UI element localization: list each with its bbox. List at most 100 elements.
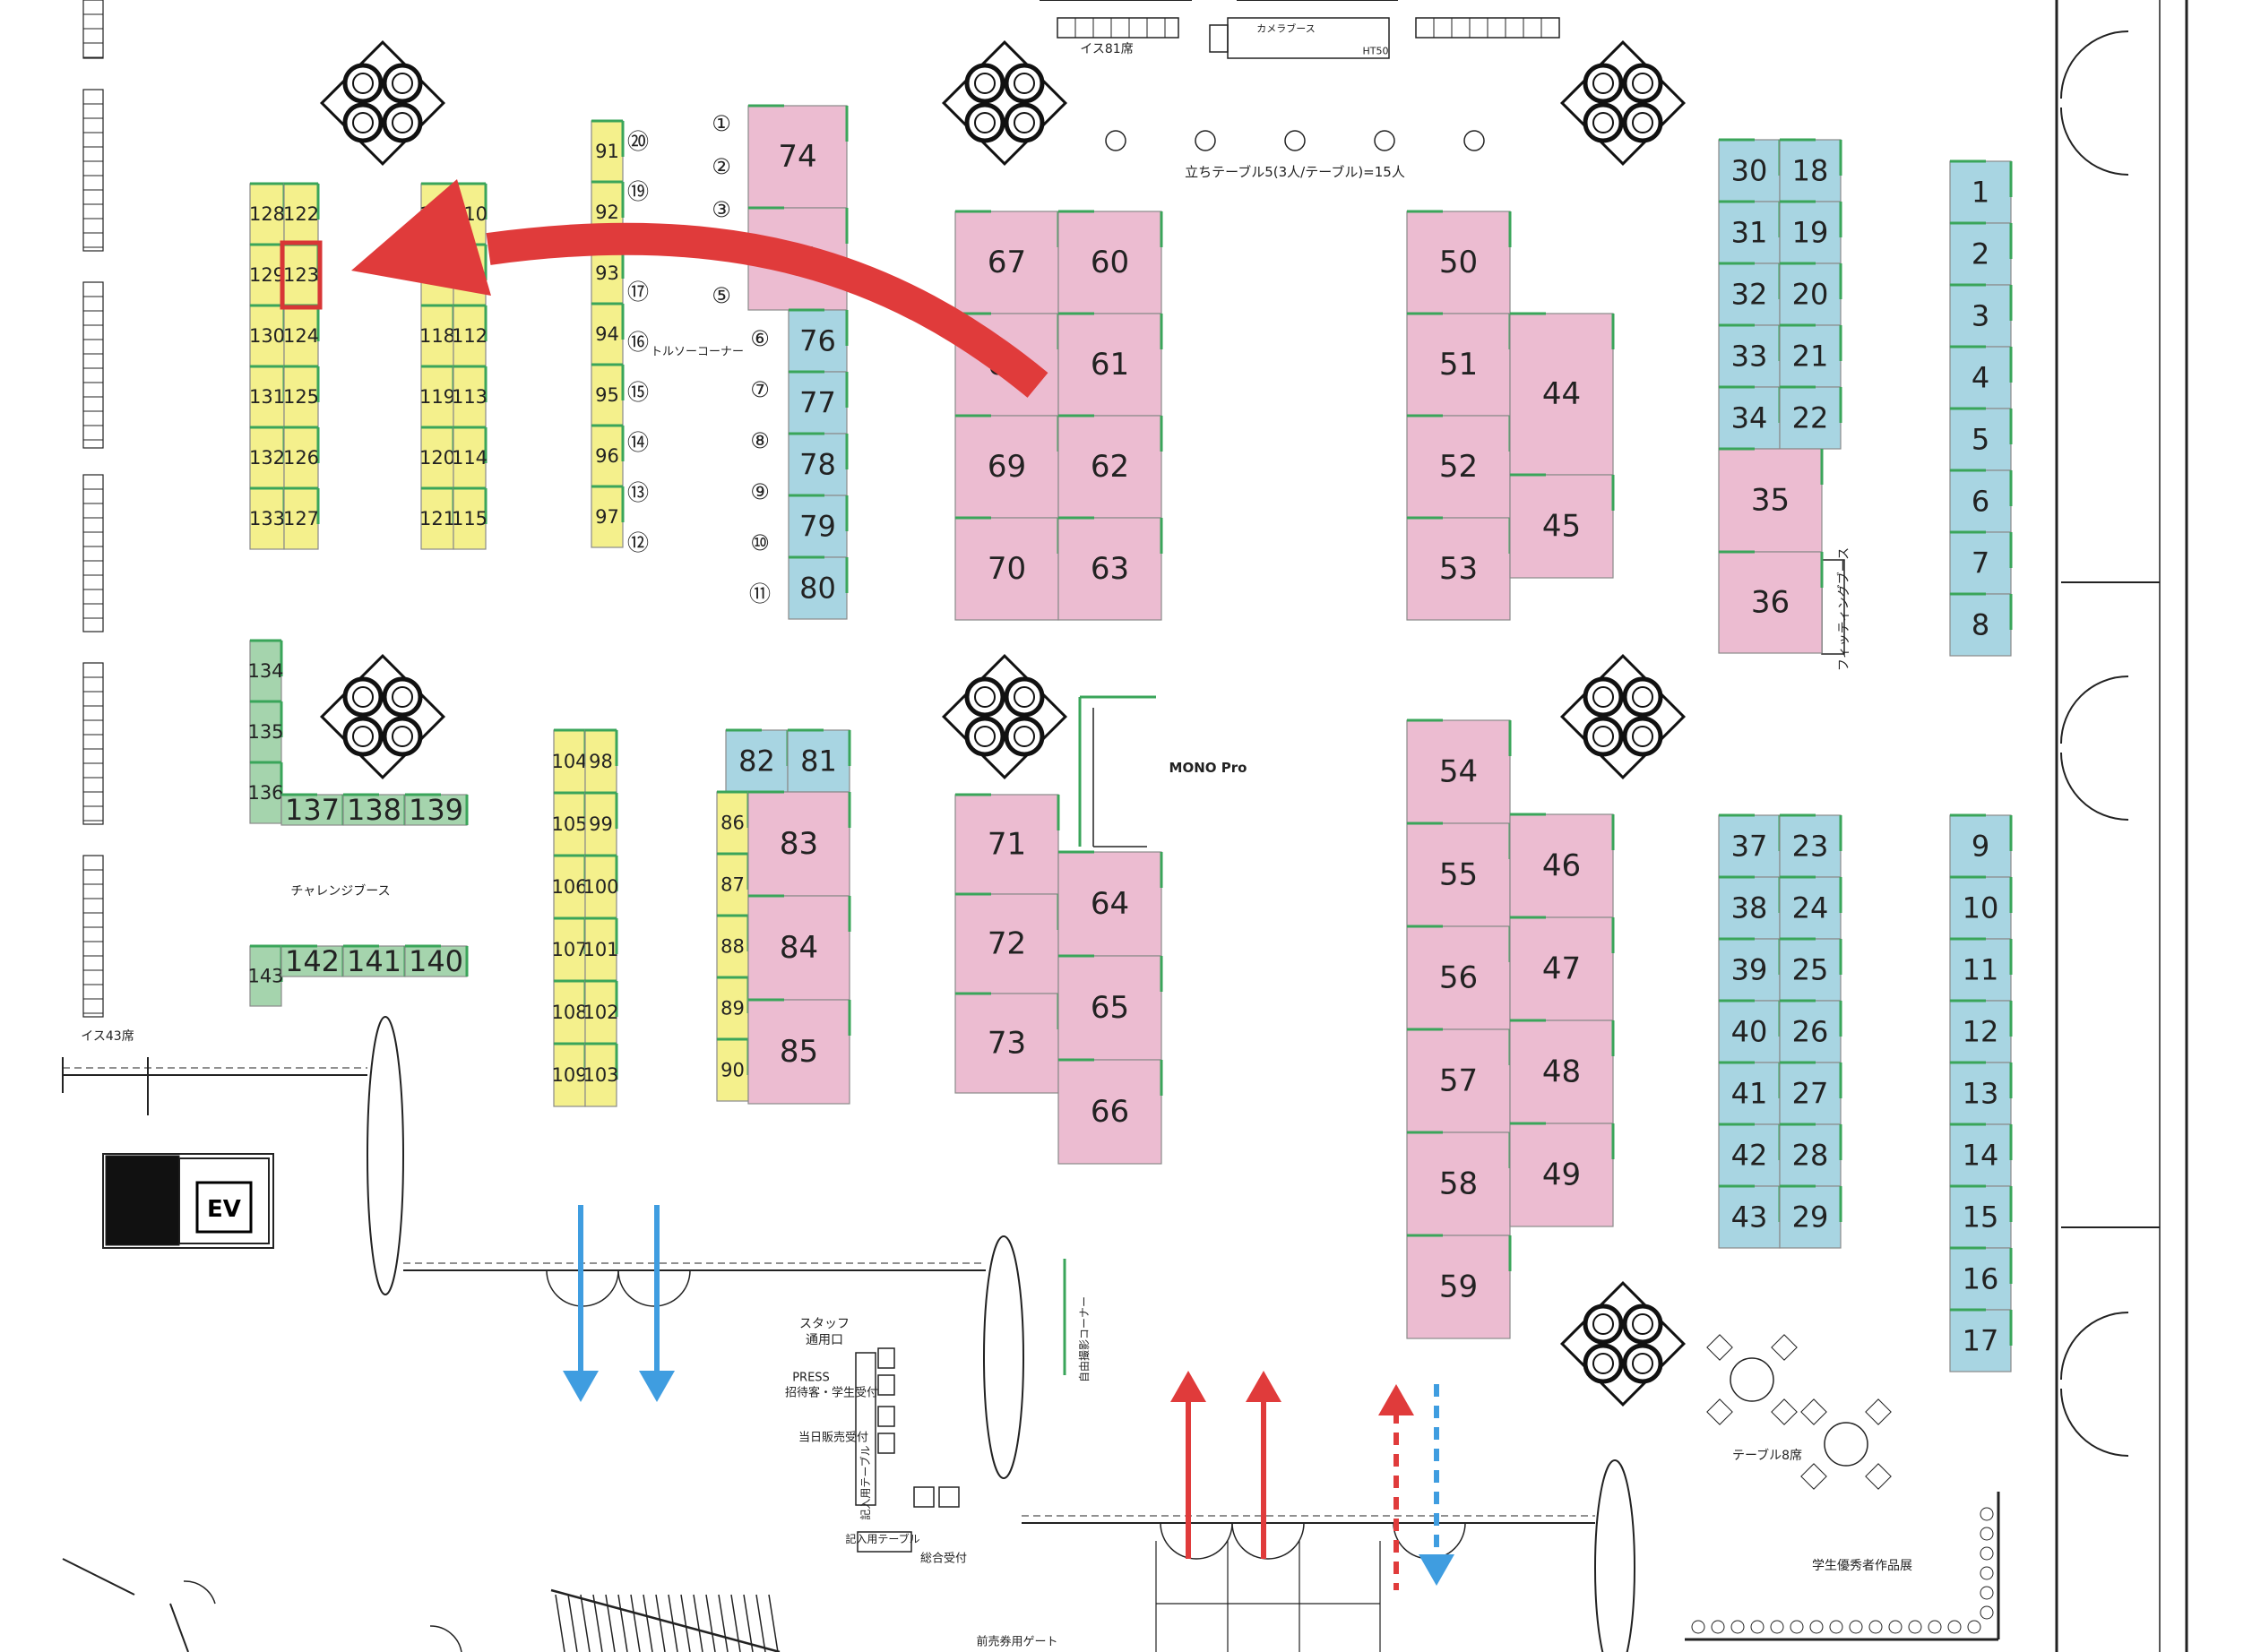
booth-number: 63 (1091, 551, 1129, 587)
booth-77: 77 (788, 370, 849, 435)
booth-101: 101 (582, 916, 619, 982)
display-item (1790, 1620, 1804, 1634)
booth-number: 19 (1792, 216, 1829, 250)
booth-shape (1718, 938, 1781, 1002)
booth-84: 84 (747, 894, 851, 1001)
booth-65: 65 (1057, 954, 1163, 1061)
booth-number: 105 (551, 813, 587, 835)
torso-number: ⑮ (627, 380, 649, 405)
booth-number: 138 (347, 793, 401, 827)
booth-number: 7 (1972, 546, 1989, 581)
booth-shape (1779, 201, 1842, 264)
exit-arrow-head (639, 1371, 675, 1402)
booth-number: 113 (452, 386, 488, 408)
stair-step (580, 1594, 591, 1652)
booth-number: 61 (1091, 347, 1129, 383)
booth-13: 13 (1949, 1061, 2013, 1125)
chair-column (82, 89, 104, 252)
booth-shape (453, 487, 487, 550)
booth-number: 122 (283, 203, 319, 225)
booth-54: 54 (1406, 718, 1512, 824)
booth-115: 115 (452, 486, 488, 550)
booth-shape (954, 993, 1059, 1094)
booth-number: 125 (283, 386, 319, 408)
camera-booth-door (1209, 24, 1229, 53)
booth-shape (1509, 1123, 1614, 1227)
chair (1865, 1398, 1892, 1425)
torso-number: ⑰ (627, 280, 649, 305)
booth-shape (1406, 1235, 1511, 1339)
booth-3: 3 (1949, 283, 2013, 348)
booth-number: 139 (409, 793, 463, 827)
booth-number: 22 (1792, 401, 1829, 435)
booth-39: 39 (1718, 937, 1782, 1002)
stair-step (768, 1594, 779, 1652)
booth-shape (1057, 1059, 1162, 1165)
booth-23: 23 (1779, 813, 1842, 878)
booth-number: 48 (1542, 1054, 1581, 1090)
booth-shape (788, 556, 848, 620)
booth-number: 83 (780, 826, 818, 862)
booth-132: 132 (249, 426, 286, 489)
booth-shape (584, 729, 617, 794)
label-torso-corner: トルソーコーナー (651, 346, 744, 359)
label-layer: ①②③④⑤⑥⑦⑧⑨⑩⑪⑳⑲⑱⑰⑯⑮⑭⑬⑫イス81席カメラブースHT50立ちテーブ… (81, 22, 1912, 1649)
booth-shape (249, 487, 285, 550)
torso-number: ⑲ (627, 179, 649, 204)
booth-number: 76 (799, 324, 836, 358)
booth-shape (1509, 813, 1614, 918)
booth-number: 141 (347, 944, 401, 978)
door-swing (2060, 1312, 2129, 1381)
booth-number: 118 (419, 325, 455, 347)
booth-number: 66 (1091, 1094, 1129, 1130)
booth-128: 128 (249, 182, 286, 245)
booth-number: 95 (595, 384, 619, 406)
booth-80: 80 (788, 555, 849, 620)
booth-99: 99 (584, 791, 618, 856)
booth-9: 9 (1949, 813, 2013, 878)
booth-shape (1509, 1020, 1614, 1124)
booth-number: 59 (1439, 1269, 1478, 1305)
booth-number: 92 (595, 202, 619, 223)
booth-32: 32 (1718, 262, 1782, 326)
torso-number: ⑭ (627, 430, 649, 455)
booth-shape (954, 794, 1059, 895)
booth-17: 17 (1949, 1308, 2013, 1372)
torso-number: ② (712, 154, 731, 179)
booth-72: 72 (954, 892, 1060, 994)
display-item (1711, 1620, 1725, 1634)
booth-number: 107 (551, 939, 587, 960)
booth-shape (1949, 1000, 2012, 1063)
booth-number: 2 (1972, 237, 1989, 271)
desk-box (877, 1406, 895, 1427)
torso-number: ⑯ (627, 330, 649, 355)
booth-shape (1057, 517, 1162, 621)
booth-number: 25 (1792, 953, 1829, 987)
booth-number: 135 (247, 721, 283, 743)
display-item (1888, 1620, 1903, 1634)
label-advance-gate: 前売券用ゲート (976, 1635, 1057, 1649)
booth-139: 139 (404, 793, 469, 827)
booth-shape (1949, 938, 2012, 1002)
booth-number: 43 (1731, 1200, 1768, 1235)
chair (1771, 1334, 1798, 1361)
booth-shape (1509, 916, 1614, 1021)
booth-shape (584, 792, 617, 856)
elevator-frame (102, 1153, 274, 1249)
booth-73: 73 (954, 992, 1060, 1094)
booth-46: 46 (1509, 813, 1615, 918)
booth-number: 53 (1439, 551, 1478, 587)
booth-shape (1949, 593, 2012, 657)
label-fill-table-v: 記入用テーブル (859, 1445, 872, 1519)
pillar-icon (941, 39, 1068, 167)
booth-shape (342, 945, 406, 977)
booth-137: 137 (280, 793, 345, 827)
booth-number: 90 (720, 1060, 745, 1081)
display-item (1980, 1586, 1994, 1600)
booth-shape (591, 425, 624, 487)
booth-shape (954, 893, 1059, 994)
booth-27: 27 (1779, 1061, 1842, 1125)
booth-shape (1406, 822, 1511, 927)
booth-28: 28 (1779, 1123, 1842, 1187)
booth-shape (249, 640, 282, 702)
